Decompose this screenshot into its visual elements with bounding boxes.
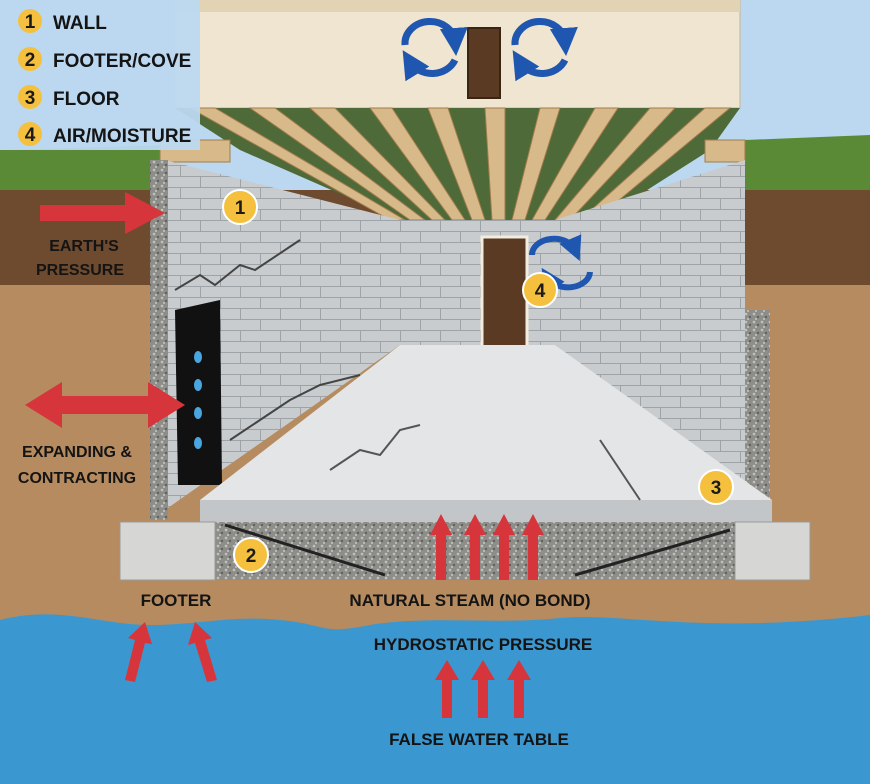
svg-text:FOOTER/COVE: FOOTER/COVE: [53, 51, 191, 72]
badge-floor: 3: [698, 469, 734, 505]
steam-arrow: [493, 514, 515, 580]
svg-text:2: 2: [246, 546, 257, 567]
grass-right: [745, 135, 870, 195]
wall-crack-leak: [175, 300, 222, 485]
svg-text:4: 4: [535, 281, 546, 302]
footer-label: FOOTER: [141, 591, 212, 610]
footer-arrow: [125, 622, 152, 682]
floor-slab-edge: [200, 500, 772, 522]
legend-item-footer-cove: 2 FOOTER/COVE: [18, 47, 191, 72]
gravel-base: [120, 522, 810, 580]
svg-text:3: 3: [25, 88, 36, 109]
water-drops: [194, 351, 202, 449]
right-footer: [734, 521, 811, 581]
svg-text:3: 3: [711, 478, 722, 499]
upper-door: [467, 27, 501, 99]
svg-text:AIR/MOISTURE: AIR/MOISTURE: [53, 126, 191, 147]
earth-pressure-arrow: [40, 192, 165, 234]
hydrostatic-arrow: [507, 660, 531, 718]
hydrostatic-label: HYDROSTATIC PRESSURE: [374, 635, 593, 654]
earth-pressure-label: EARTH'S: [49, 238, 119, 255]
footer-arrow: [188, 622, 217, 682]
air-circulation-icon: [401, 17, 578, 82]
left-footer: [119, 521, 216, 581]
legend-item-air-moisture: 4 AIR/MOISTURE: [18, 122, 191, 147]
right-wall: [555, 160, 745, 500]
floor-joists: [159, 107, 746, 221]
natural-steam-label: NATURAL STEAM (NO BOND): [349, 591, 590, 610]
legend-item-wall: 1 WALL: [18, 9, 107, 34]
grass-left: [0, 145, 170, 195]
steam-arrow: [522, 514, 544, 580]
svg-text:2: 2: [25, 50, 36, 71]
svg-text:1: 1: [235, 198, 246, 219]
svg-text:4: 4: [25, 125, 36, 146]
left-wall: [165, 160, 400, 510]
basement-door: [480, 235, 529, 349]
false-water-table: [0, 614, 870, 784]
earth-pressure-label: PRESSURE: [36, 262, 124, 279]
badge-air: 4: [522, 272, 558, 308]
false-water-table-label: FALSE WATER TABLE: [389, 730, 569, 749]
legend-item-floor: 3 FLOOR: [18, 85, 120, 110]
contracting-label: CONTRACTING: [18, 470, 136, 487]
legend: 1 WALL 2 FOOTER/COVE 3 FLOOR 4 AIR/MOISTURE: [0, 0, 200, 150]
hydrostatic-arrow: [471, 660, 495, 718]
svg-text:WALL: WALL: [53, 13, 107, 34]
steam-arrow: [464, 514, 486, 580]
red-arrows: [25, 192, 544, 718]
svg-text:FLOOR: FLOOR: [53, 89, 120, 110]
badge-footer: 2: [233, 537, 269, 573]
badge-wall: 1: [222, 189, 258, 225]
steam-arrow: [430, 514, 452, 580]
svg-text:1: 1: [25, 12, 36, 33]
house-facade: [174, 0, 741, 109]
expanding-double-arrow: [25, 382, 185, 428]
expanding-label: EXPANDING &: [22, 444, 132, 461]
hydrostatic-arrow: [435, 660, 459, 718]
